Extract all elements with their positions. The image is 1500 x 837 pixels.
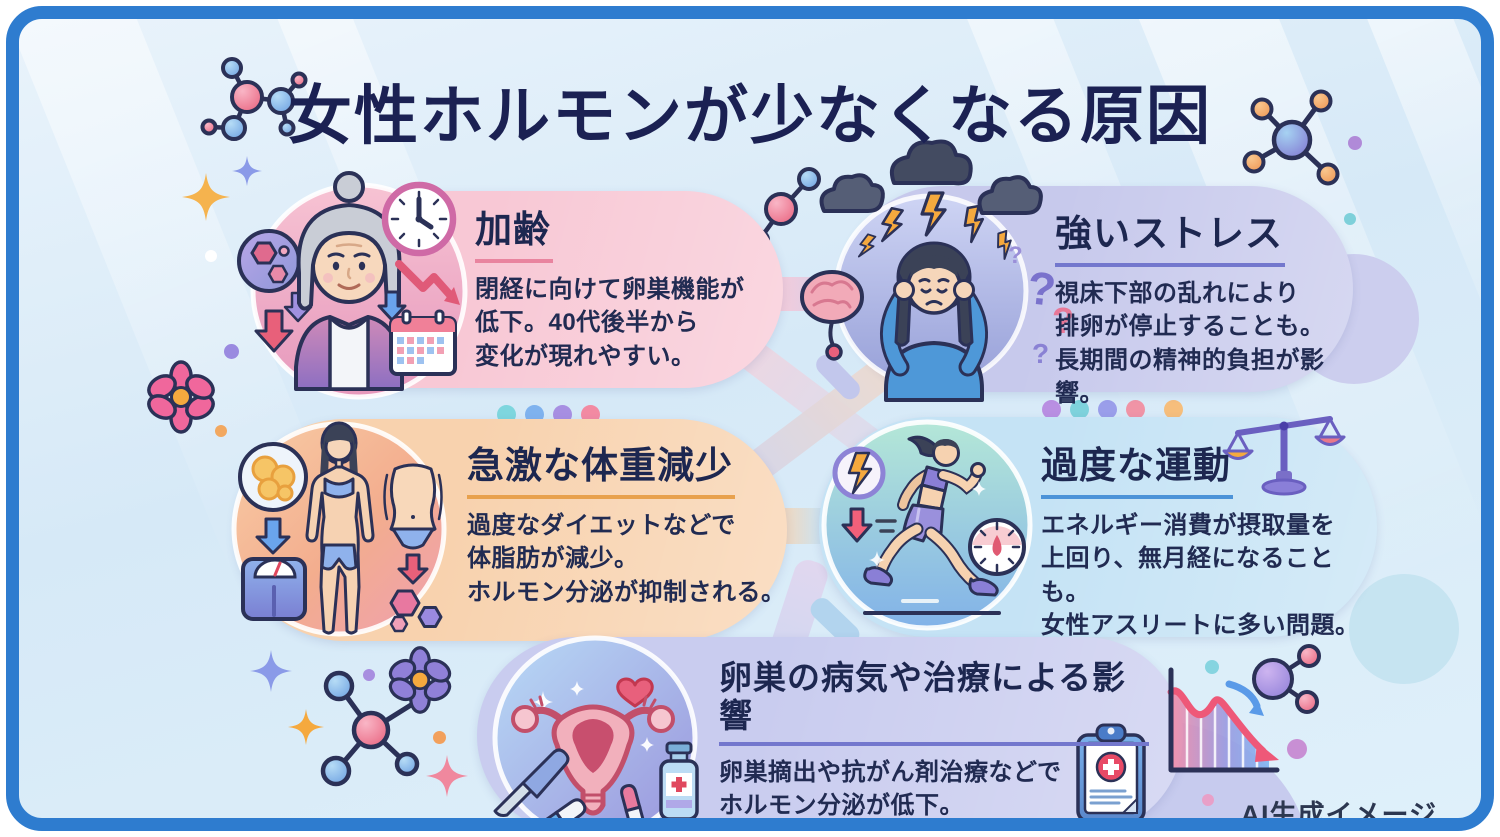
card-ovary-body: 卵巣摘出や抗がん剤治療などで ホルモン分泌が低下。 治療後のフォローが重要。 [719,758,1062,820]
card-exercise-title: 過度な運動 [1041,445,1233,499]
card-ovary-title: 卵巣の病気や治療による影響 [719,659,1149,746]
stressed-woman [880,241,988,402]
card-ovary-text: 卵巣の病気や治療による影響 卵巣摘出や抗がん剤治療などで ホルモン分泌が低下。 … [719,659,1149,820]
down-arrow-icon [377,290,407,322]
flower-icon [388,646,452,714]
heart-icon [616,677,654,708]
svg-text:?: ? [1052,300,1074,341]
down-arrow-icon [841,507,873,543]
sparkle-icon [426,755,468,797]
deco-dot [1344,213,1356,225]
deco-dot [363,669,375,681]
card-exercise-body: エネルギー消費が摂取量を 上回り、無月経になることも。 女性アスリートに多い問題… [1041,511,1360,640]
speed-dashes [875,519,897,533]
ai-generated-label: AI生成イメージ [1240,800,1437,830]
svg-text:?: ? [1025,261,1058,316]
hormone-molecules-icon [389,589,443,633]
sparkle-icon [232,156,262,186]
medicine-bottle-icon [659,741,699,818]
uterus-medical-icon [492,635,699,818]
card-aging-title: 加齢 [475,209,553,263]
blue-blob [1349,574,1459,684]
deco-dot [1164,400,1183,419]
svg-text:?: ? [1008,242,1023,269]
sparkle-icon [288,709,324,745]
question-marks: ? ? ? ? [1008,242,1074,369]
molecule-cell-icon [237,229,301,293]
elderly-woman-clock-calendar-icon [237,171,468,400]
deco-dot [1098,400,1117,419]
sparkle-icon [250,650,292,692]
svg-text:?: ? [1032,338,1049,369]
stressed-woman-storm-brain-icon: ? ? ? ? [800,139,1074,402]
uterus-icon [511,695,675,816]
card-stress-body: 視床下部の乱れにより 排卵が停止することも。 長期間の精神的負担が影響。 [1055,279,1325,408]
down-arrow-icon [397,553,429,585]
card-weight-loss-title: 急激な体重減少 [467,445,735,499]
sparkle-icon [869,481,986,568]
deco-dot [1348,136,1362,150]
deco-dot [1042,400,1061,419]
clock-icon [381,181,457,257]
deco-dot [224,344,239,359]
pill-capsule-icon [535,784,646,818]
down-arrow-icon [255,517,291,555]
storm-cloud-icon [819,139,1043,215]
deco-dot [433,731,446,744]
deco-dot [215,425,227,437]
card-aging-text: 加齢 閉経に向けて卵巣機能が 低下。40代後半から 変化が現れやすい。 [475,209,781,373]
card-stress-title: 強いストレス [1055,213,1285,267]
card-stress-text: 強いストレス 視床下部の乱れにより 排卵が停止することも。 長期間の精神的負担が… [1055,213,1361,411]
medical-clipboard-icon [1076,723,1146,818]
page-title: 女性ホルモンが少なくなる原因 [288,80,1212,152]
decline-arrow-icon [395,260,460,305]
declining-chart-icon [1167,667,1280,773]
molecule-icon [1242,89,1340,186]
thin-woman [305,421,375,635]
molecule-icon [200,57,308,141]
gauge-icon [968,518,1026,576]
running-woman-gauge-icon [821,419,1033,631]
flower-icon [147,360,215,434]
deco-dot [1287,739,1307,759]
card-aging-body: 閉経に向けて卵巣機能が 低下。40代後半から 変化が現れやすい。 [475,275,745,370]
framed-board: 加齢 閉経に向けて卵巣機能が 低下。40代後半から 変化が現れやすい。 強いスト… [6,6,1494,831]
lightning-icon [857,191,1012,260]
deco-dot [1070,400,1089,419]
energy-badge-icon [832,446,886,500]
sparkle-icon [182,173,230,221]
molecule-icon [320,670,420,787]
deco-dot [1202,794,1214,806]
calendar-icon [389,309,457,376]
slim-waist-sketch [383,463,443,550]
brain-icon [800,270,864,361]
sparkle-icon [533,681,654,752]
card-weight-loss-body: 過度なダイエットなどで 体脂肪が減少。 ホルモン分泌が抑制される。 [467,511,786,606]
scalpel-icon [493,748,570,817]
card-exercise-text: 過度な運動 エネルギー消費が摂取量を 上回り、無月経になることも。 女性アスリー… [1041,445,1381,643]
thin-body-fat-scale-icon [231,421,447,637]
fat-cell-icon [238,442,308,512]
weight-scale-icon [241,557,307,621]
molecule-icon [1252,644,1321,714]
deco-dot [1126,400,1145,419]
deco-dot [1205,660,1219,674]
running-woman [863,435,999,597]
card-weight-loss-text: 急激な体重減少 過度なダイエットなどで 体脂肪が減少。 ホルモン分泌が抑制される… [467,445,797,609]
deco-dot [205,250,217,262]
balance-scale-icon [1222,416,1346,496]
